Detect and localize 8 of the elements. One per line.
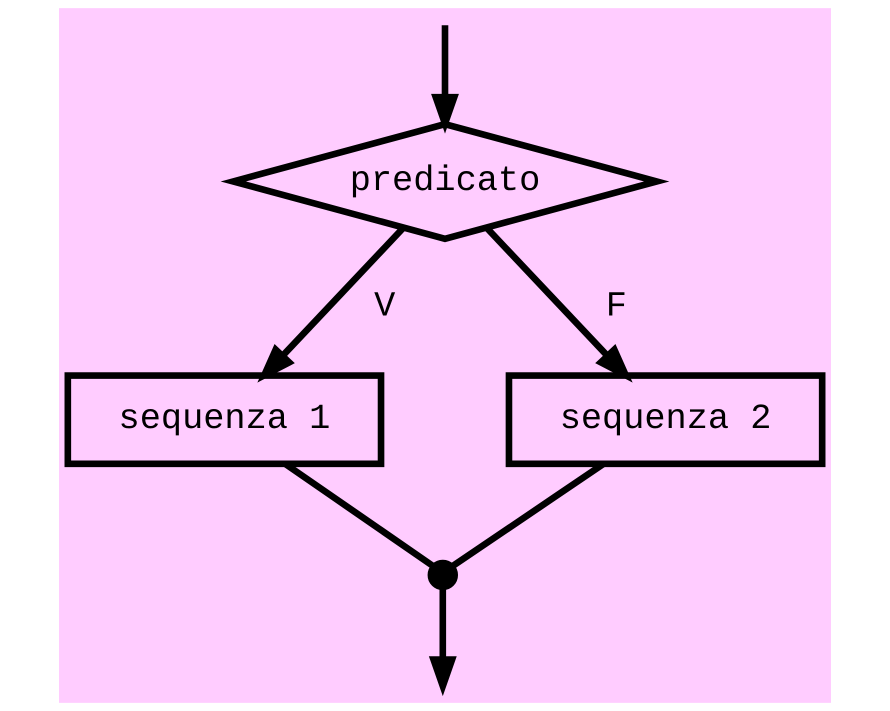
node-box: sequenza 1 — [64, 372, 384, 468]
arrow — [431, 25, 459, 134]
arrow — [428, 587, 457, 696]
node-diamond: predicato — [220, 120, 670, 242]
node-box: sequenza 2 — [506, 372, 826, 468]
edge-label: F — [606, 286, 627, 327]
node-circle — [428, 560, 458, 590]
edge-label: V — [374, 286, 396, 327]
